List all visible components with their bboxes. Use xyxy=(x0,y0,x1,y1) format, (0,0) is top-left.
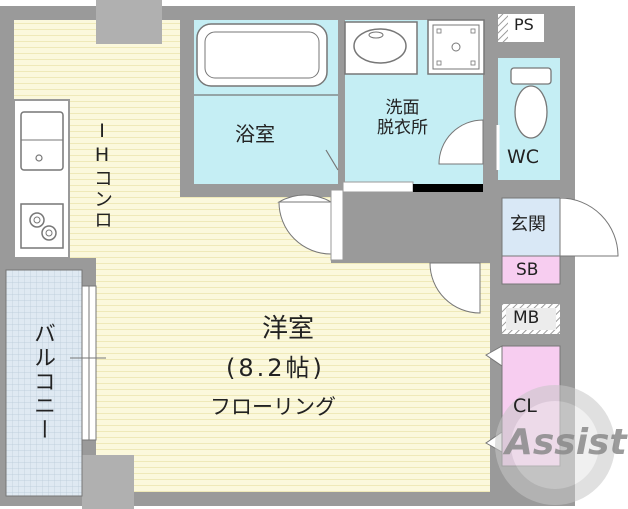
flooring-label: フローリング xyxy=(210,395,336,419)
toilet-label: WC xyxy=(507,146,540,168)
entrance-door xyxy=(559,197,619,257)
balcony-label: バルコニー xyxy=(30,322,55,442)
hall-door xyxy=(429,262,481,314)
sb-box xyxy=(501,255,561,285)
bathtub-icon xyxy=(196,23,328,87)
watermark-text: Assist xyxy=(505,422,627,463)
western-room-size: (8.2帖) xyxy=(226,354,325,382)
stove-label: IHコンロ xyxy=(91,120,113,231)
pillar xyxy=(82,455,134,509)
pillar xyxy=(96,0,162,44)
sink-icon xyxy=(20,111,64,171)
sb-label: SB xyxy=(516,260,539,280)
ps-label: PS xyxy=(514,15,534,34)
western-room-floor xyxy=(14,20,490,492)
washroom-label: 洗面 脱衣所 xyxy=(377,98,428,138)
closet-label: CL xyxy=(513,395,537,417)
stove-icon xyxy=(20,203,64,249)
entrance-floor xyxy=(501,197,561,257)
bath-label: 浴室 xyxy=(235,122,275,146)
toilet-icon xyxy=(514,85,548,139)
washbasin-icon xyxy=(344,21,418,75)
washing-machine-icon xyxy=(427,19,485,75)
watermark-logo xyxy=(495,385,615,505)
entrance-label: 玄関 xyxy=(510,214,546,235)
mb-label: MB xyxy=(513,308,540,328)
western-room-label: 洋室 xyxy=(262,314,315,344)
